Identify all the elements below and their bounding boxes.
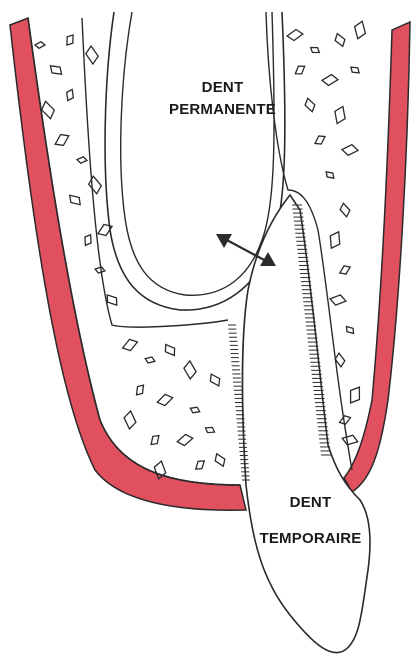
bone-particle — [287, 30, 303, 41]
bone-particle — [315, 136, 325, 144]
bone-particle — [311, 48, 320, 53]
bone-particle — [35, 42, 45, 49]
bone-particle — [330, 232, 339, 248]
temporary-tooth-label-line2: TEMPORAIRE — [248, 521, 373, 557]
bone-particle — [86, 46, 98, 64]
bone-particle — [151, 436, 159, 445]
bone-particle — [95, 267, 105, 273]
bone-particle — [342, 435, 358, 445]
bone-particle — [305, 98, 315, 111]
bone-particle — [351, 387, 360, 403]
bone-particle — [190, 407, 199, 413]
bone-particle — [42, 101, 55, 118]
bone-particle — [342, 145, 358, 156]
right-gum-band — [344, 22, 410, 492]
bone-particle — [340, 266, 350, 274]
bone-particle — [67, 89, 74, 100]
temporary-tooth-label-line1: DENT — [248, 485, 373, 521]
bone-particle — [196, 461, 205, 469]
bone-particle — [55, 135, 69, 146]
bone-particle — [351, 67, 359, 73]
bone-particle — [50, 66, 61, 74]
bone-particle — [210, 374, 219, 386]
bone-particle — [295, 66, 304, 74]
bone-particle — [355, 21, 366, 38]
bone-particle — [67, 35, 73, 45]
bone-particle — [322, 75, 338, 86]
bone-particle — [89, 176, 102, 194]
bone-particle — [335, 34, 345, 47]
bone-particle — [165, 345, 174, 356]
bone-particle — [340, 203, 350, 217]
bone-particle — [77, 157, 87, 163]
bone-particle — [124, 411, 136, 429]
bone-particle — [184, 361, 196, 379]
bone-particle — [107, 295, 117, 305]
bone-particle — [145, 357, 155, 363]
bone-particle — [347, 327, 354, 334]
bone-particle — [335, 107, 345, 124]
permanent-tooth-label-line1: DENT — [160, 77, 285, 99]
permanent-tooth-label: DENT PERMANENTE — [160, 77, 285, 121]
bone-particle — [70, 195, 80, 204]
bone-particle — [137, 385, 144, 395]
bone-particle — [330, 295, 346, 305]
temporary-tooth-label: DENT TEMPORAIRE — [248, 485, 373, 557]
bone-particle — [215, 454, 225, 466]
bone-particle — [157, 394, 172, 405]
bone-particle — [123, 339, 138, 350]
bone-particle — [326, 172, 334, 178]
bone-particle — [177, 434, 193, 445]
permanent-tooth-label-line2: PERMANENTE — [160, 99, 285, 121]
bone-particle — [206, 427, 215, 432]
bone-particle — [85, 235, 91, 246]
